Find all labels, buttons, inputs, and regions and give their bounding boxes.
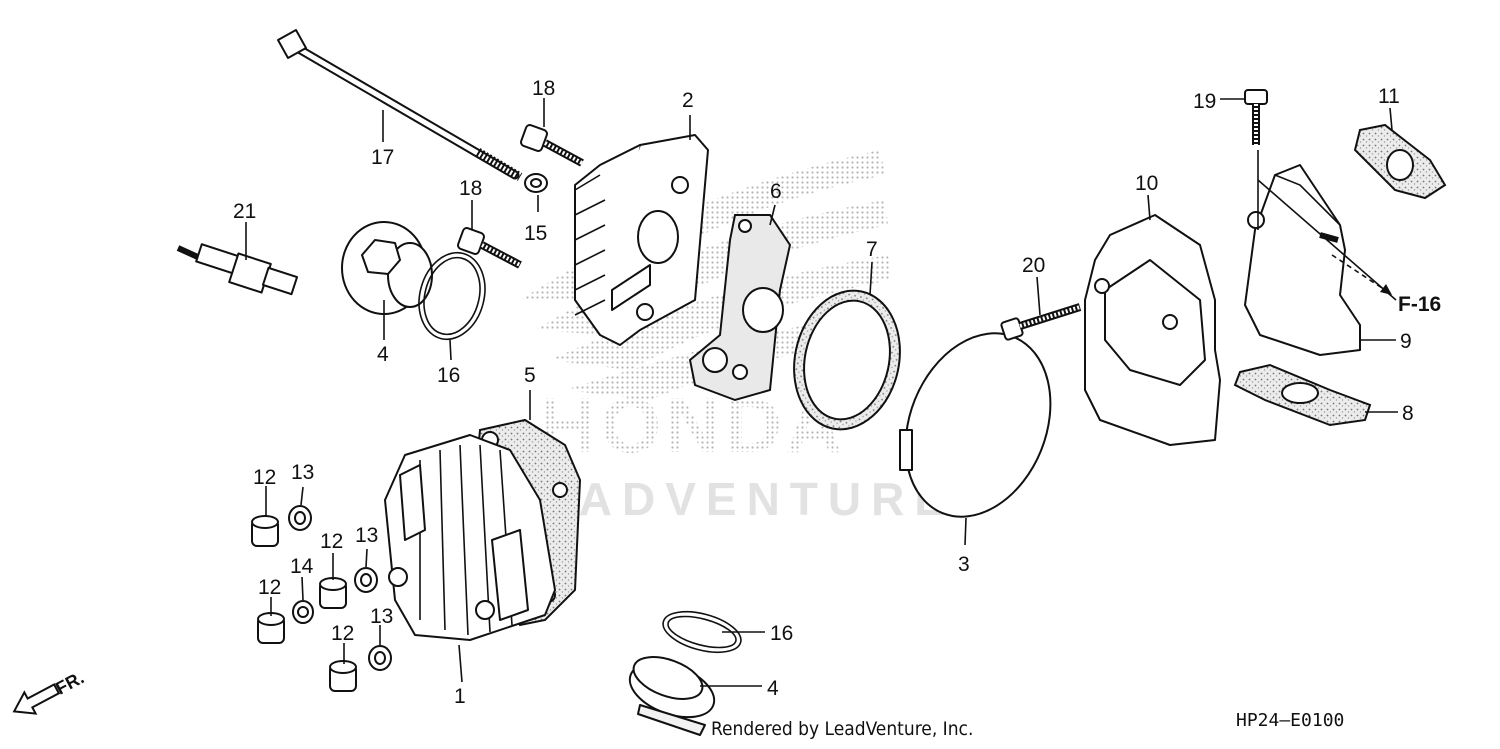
part-9-manifold: [1244, 164, 1361, 356]
part-18-bolt-lower: [457, 227, 522, 269]
callout-16: 16: [770, 622, 793, 645]
part-12-nut-a: [251, 515, 279, 547]
render-credit: Rendered by LeadVenture, Inc.: [711, 718, 974, 740]
callout-1: 1: [454, 685, 466, 708]
part-8-gasket: [1233, 363, 1372, 427]
diagram-code: HP24—E0100: [1236, 710, 1345, 731]
part-13-washer-c: [368, 645, 392, 671]
part-4-cap-lower: [628, 656, 716, 736]
watermark-logo-text: HONDA: [540, 381, 846, 469]
callout-15: 15: [524, 222, 547, 245]
part-12-nut-b: [319, 577, 347, 609]
part-16-o-ring-lower: [662, 610, 742, 654]
part-4-cap-upper: [341, 221, 433, 315]
callout-10: 10: [1135, 172, 1158, 195]
callout-7: 7: [866, 238, 878, 261]
reference-f16: F-16: [1331, 254, 1441, 316]
part-17-bolt-long: [277, 29, 523, 181]
callout-13: 13: [370, 605, 393, 628]
callout-12: 12: [253, 466, 276, 489]
callout-labels: 1 2 3 4 4 5 6 7 8 9 10 11 12 12 12 12 13…: [233, 77, 1414, 708]
callout-13: 13: [291, 461, 314, 484]
part-20-bolt: [1000, 303, 1082, 341]
callout-16: 16: [437, 364, 460, 387]
leader-lines: [245, 98, 1398, 687]
callout-8: 8: [1402, 402, 1414, 425]
callout-12: 12: [331, 622, 354, 645]
callout-21: 21: [233, 200, 256, 223]
part-21-spark-plug: [176, 243, 299, 296]
part-3-round-cover: [899, 332, 1052, 518]
callout-14: 14: [290, 555, 314, 578]
front-direction-arrow: FR.: [12, 667, 87, 715]
part-14-washer: [292, 600, 314, 624]
callout-12: 12: [258, 576, 281, 599]
callout-4: 4: [767, 677, 779, 700]
part-1-head-cover: [384, 434, 556, 641]
callout-4: 4: [377, 343, 389, 366]
part-6-gasket: [688, 214, 792, 402]
part-19-bolt: [1244, 89, 1268, 145]
callout-6: 6: [770, 180, 782, 203]
callout-3: 3: [958, 553, 970, 576]
callout-11: 11: [1378, 85, 1400, 108]
part-12-nut-c: [257, 612, 285, 644]
part-15-washer: [524, 173, 548, 193]
callout-12: 12: [320, 530, 343, 553]
callout-18: 18: [459, 177, 482, 200]
part-12-nut-d: [329, 660, 357, 692]
callout-9: 9: [1400, 330, 1412, 353]
callout-5: 5: [524, 364, 536, 387]
part-10-housing: [1084, 214, 1221, 446]
part-13-washer-a: [288, 505, 312, 531]
part-2-head-block: [574, 134, 709, 346]
part-16-o-ring-upper: [418, 251, 486, 341]
part-18-bolt-upper: [520, 124, 584, 167]
callout-13: 13: [355, 524, 378, 547]
callout-18: 18: [532, 77, 555, 100]
reference-label: F-16: [1398, 293, 1441, 316]
callout-2: 2: [682, 89, 694, 112]
callout-19: 19: [1193, 90, 1216, 113]
part-13-washer-b: [354, 567, 378, 593]
part-11-gasket: [1353, 123, 1447, 200]
callout-20: 20: [1022, 254, 1045, 277]
part-7-ring-gasket: [793, 289, 901, 431]
callout-17: 17: [371, 146, 394, 169]
